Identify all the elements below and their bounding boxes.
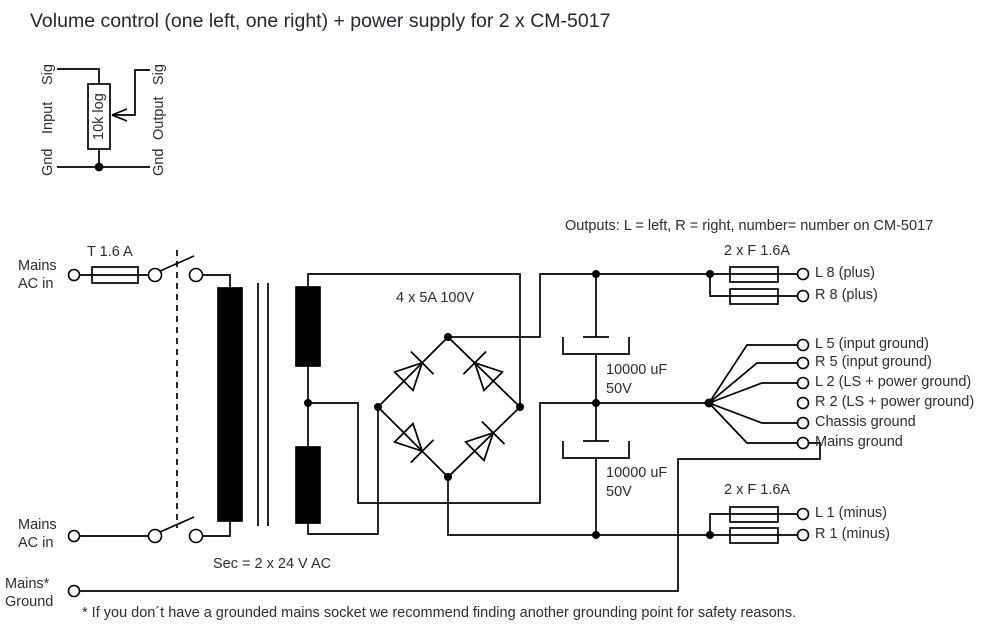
primary-winding bbox=[217, 287, 243, 522]
output-label-l5: L 5 (input ground) bbox=[815, 336, 929, 352]
mains-fuse-symbol bbox=[91, 266, 139, 284]
plus-rail bbox=[448, 273, 797, 338]
output-label-chassis: Chassis ground bbox=[815, 414, 916, 430]
pot-left-input-label: Input bbox=[40, 101, 56, 134]
mains-bottom-label-2: AC in bbox=[18, 535, 54, 551]
outputs-note: Outputs: L = left, R = right, number= nu… bbox=[565, 218, 934, 234]
output-label-r1: R 1 (minus) bbox=[815, 526, 890, 542]
switch-contacts bbox=[147, 267, 204, 544]
bridge-rectifier-symbol bbox=[376, 335, 522, 479]
pot-right-gnd-label: Gnd bbox=[151, 148, 167, 176]
terminal-chassis-ground bbox=[796, 416, 810, 430]
capacitor-symbol-bottom bbox=[562, 403, 630, 535]
terminal-R2 bbox=[796, 396, 810, 410]
potentiometer-symbol bbox=[57, 68, 150, 172]
cap1-voltage-label: 50V bbox=[606, 381, 632, 397]
pot-right-output-label: Output bbox=[151, 96, 167, 140]
core-lines bbox=[257, 283, 269, 526]
terminal-R1 bbox=[796, 528, 810, 542]
mains-bottom-branch bbox=[79, 516, 231, 537]
diode-icon bbox=[393, 422, 435, 464]
terminal-L5 bbox=[796, 338, 810, 352]
output-label-mains: Mains ground bbox=[815, 434, 903, 450]
terminal-L2 bbox=[796, 376, 810, 390]
secondary-winding-bottom bbox=[295, 446, 321, 524]
mains-top-label-1: Mains bbox=[18, 258, 57, 274]
output-label-r5: R 5 (input ground) bbox=[815, 354, 932, 370]
output-label-l1: L 1 (minus) bbox=[815, 505, 887, 521]
output-label-l8: L 8 (plus) bbox=[815, 265, 875, 281]
plus-fuses-label: 2 x F 1.6A bbox=[724, 243, 791, 259]
terminal-L1 bbox=[796, 507, 810, 521]
terminal-mains-ground bbox=[67, 584, 81, 598]
output-label-r8: R 8 (plus) bbox=[815, 287, 878, 303]
output-label-r2: R 2 (LS + power ground) bbox=[815, 394, 975, 410]
switch-to-primary-top bbox=[202, 274, 231, 288]
diode-icon bbox=[464, 420, 506, 462]
mains-bottom-label-1: Mains bbox=[18, 517, 57, 533]
pot-left-sig-label: Sig bbox=[40, 64, 56, 85]
terminal-mains-bottom bbox=[67, 529, 81, 543]
diode-icon bbox=[462, 350, 504, 392]
cap2-value-label: 10000 uF bbox=[606, 465, 668, 481]
bridge-diamond bbox=[376, 335, 522, 479]
ground-fanout-wires bbox=[708, 344, 797, 444]
mains-ground-wire bbox=[80, 442, 821, 592]
input-terminals bbox=[67, 268, 81, 598]
output-label-l2: L 2 (LS + power ground) bbox=[815, 374, 972, 390]
junction-dots bbox=[304, 270, 714, 539]
terminal-R8 bbox=[796, 289, 810, 303]
mains-ground-label-1: Mains* bbox=[5, 576, 50, 592]
minus-rail bbox=[447, 477, 797, 536]
secondary-winding-top bbox=[295, 286, 321, 367]
schematic-title: Volume control (one left, one right) + p… bbox=[30, 10, 611, 32]
cap1-value-label: 10000 uF bbox=[606, 362, 668, 378]
pot-left-gnd-label: Gnd bbox=[40, 148, 56, 176]
switch-blade-bottom bbox=[159, 516, 195, 533]
terminal-mains-ground-out bbox=[796, 436, 810, 450]
pot-value-label: 10k log bbox=[91, 93, 107, 140]
minus-fuses-label: 2 x F 1.6A bbox=[724, 482, 791, 498]
pot-wiper-arrow-icon bbox=[111, 108, 128, 122]
pot-right-sig-label: Sig bbox=[151, 64, 167, 85]
secondary-label: Sec = 2 x 24 V AC bbox=[213, 556, 332, 572]
pot-input-sig-wire bbox=[57, 68, 100, 84]
centertap-zero-volt-rail bbox=[308, 402, 709, 504]
pot-wiper-wire bbox=[113, 69, 150, 116]
capacitor-symbol-top bbox=[562, 274, 630, 403]
secondary-bottom-to-bridge bbox=[307, 407, 379, 535]
transformer-symbol bbox=[217, 283, 321, 526]
output-terminals bbox=[796, 267, 810, 542]
diode-icon bbox=[393, 350, 435, 392]
secondary-top-to-bridge bbox=[307, 273, 521, 407]
switch-to-primary-bottom bbox=[203, 521, 231, 537]
terminal-L8 bbox=[796, 267, 810, 281]
terminal-R5 bbox=[796, 356, 810, 370]
terminal-mains-top bbox=[67, 268, 81, 282]
cap2-voltage-label: 50V bbox=[606, 484, 632, 500]
mains-ground-label-2: Ground bbox=[5, 594, 54, 610]
junction-dot bbox=[94, 162, 104, 172]
bridge-label: 4 x 5A 100V bbox=[396, 290, 475, 306]
footnote: * If you don´t have a grounded mains soc… bbox=[82, 605, 797, 621]
mains-fuse-label: T 1.6 A bbox=[87, 244, 133, 260]
mains-top-label-2: AC in bbox=[18, 276, 54, 292]
